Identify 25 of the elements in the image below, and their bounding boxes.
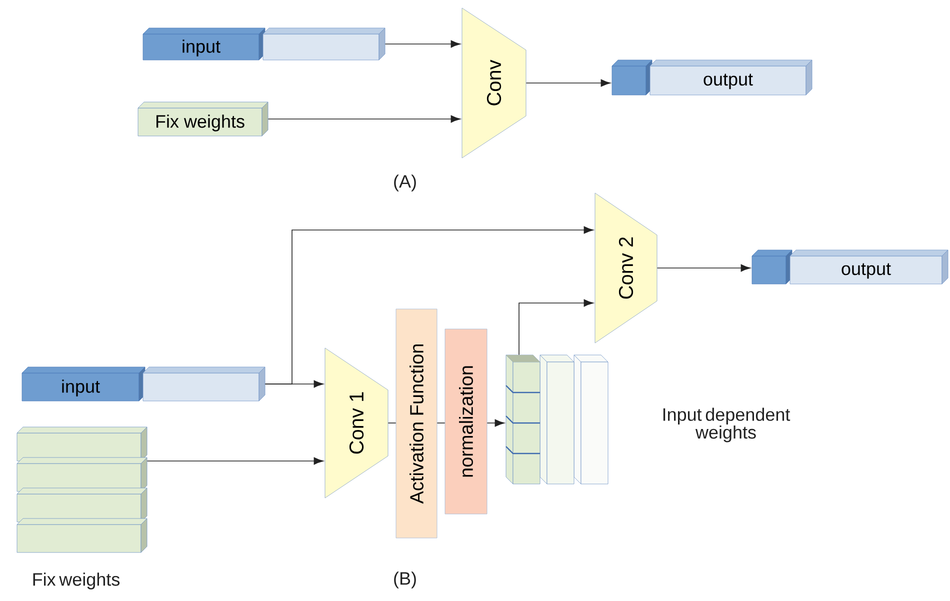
tensor-bar: output xyxy=(612,60,812,96)
tensor-bar: Fix weights xyxy=(138,102,268,136)
connector-line xyxy=(436,422,446,424)
conv-block: Conv 2 xyxy=(594,192,658,344)
panel-label: (A) xyxy=(394,174,416,192)
arrow xyxy=(486,419,504,427)
connector-line xyxy=(388,422,396,424)
caption-text: Input dependent weights xyxy=(663,408,790,442)
arrow xyxy=(518,299,594,356)
tensor-bar: output xyxy=(752,250,948,284)
tensor-bar: input xyxy=(142,28,386,60)
arrow xyxy=(146,457,324,465)
conv-block: Conv 1 xyxy=(324,348,388,498)
node-label: input xyxy=(182,40,220,56)
tensor-bar: input xyxy=(22,366,266,402)
arrow xyxy=(268,115,460,123)
arrow xyxy=(526,79,610,87)
layer-box: normalization xyxy=(444,328,488,514)
arrow xyxy=(656,264,750,272)
caption-text: Fix weights xyxy=(33,572,120,590)
conv-block: Conv xyxy=(462,8,526,158)
layer-box: Activation Function xyxy=(396,308,438,538)
panel-label: (B) xyxy=(394,572,416,588)
arrow xyxy=(264,226,594,384)
arrow xyxy=(384,40,460,48)
